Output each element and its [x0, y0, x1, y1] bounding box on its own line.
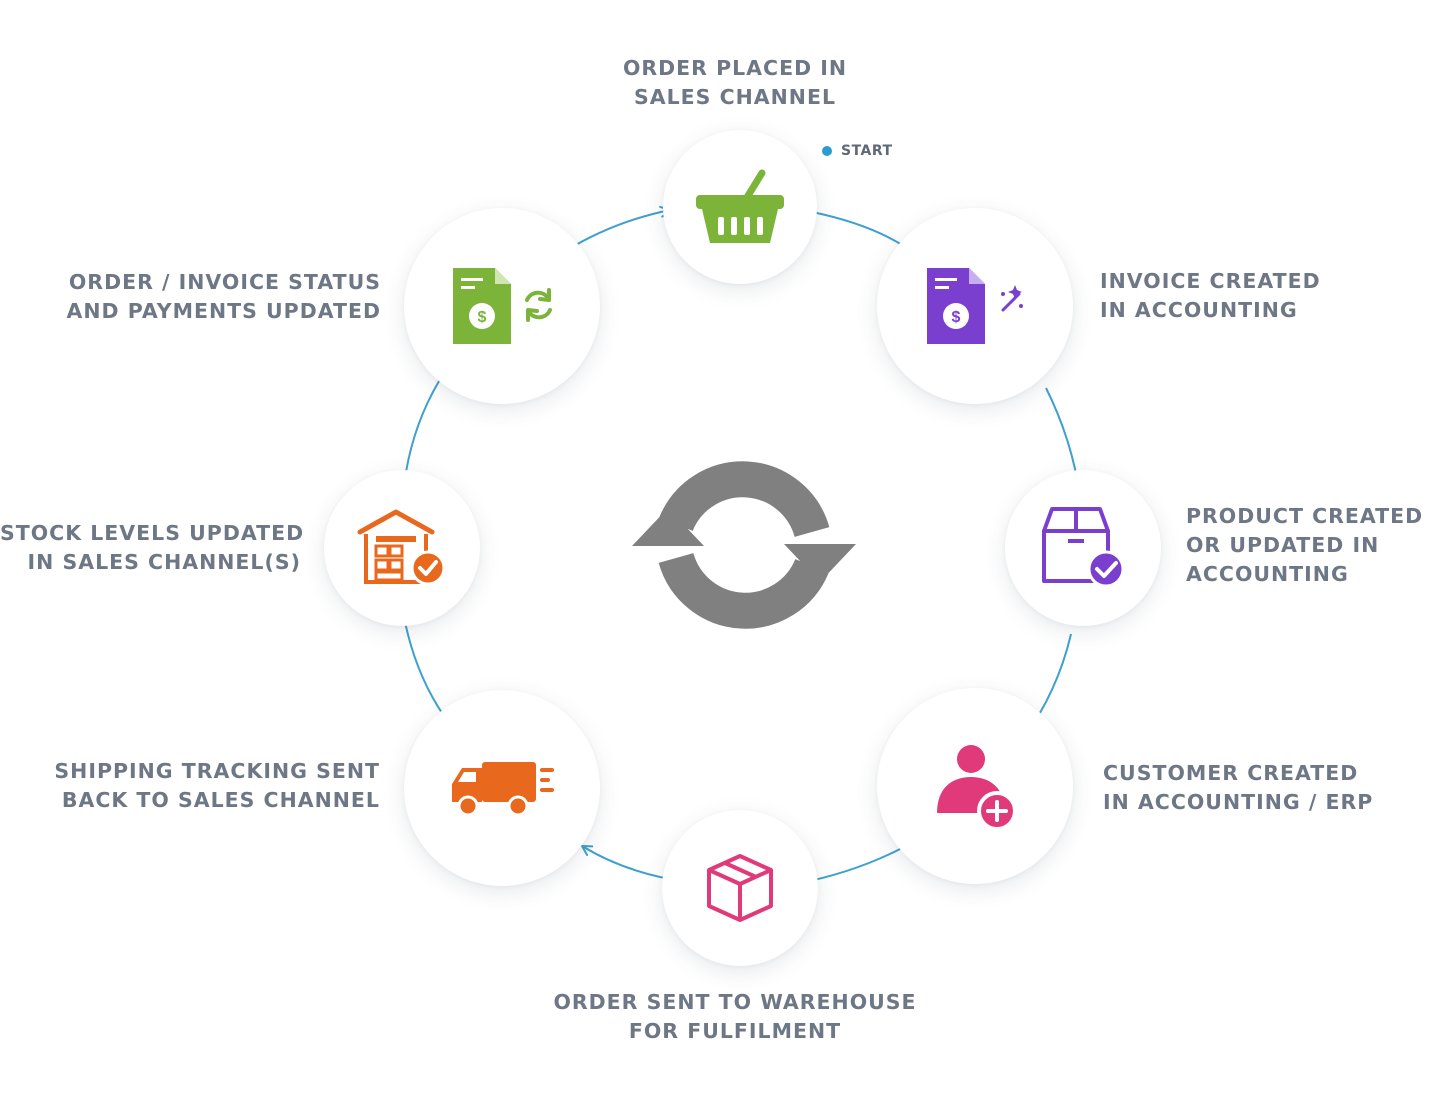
package-icon [707, 854, 773, 922]
step-customer-created-label: CUSTOMER CREATED IN ACCOUNTING / ERP [1103, 761, 1374, 814]
step-invoice-created-node: $ [877, 208, 1073, 404]
start-label: START [841, 143, 893, 159]
invoice-sync-icon: $ [453, 268, 552, 344]
shopping-basket-icon [696, 169, 784, 243]
step-shipping-tracking-node [404, 690, 600, 886]
step-order-placed-node [663, 130, 817, 284]
invoice-magic-icon: $ [927, 268, 1023, 344]
step-order-invoice-status-label: ORDER / INVOICE STATUS AND PAYMENTS UPDA… [66, 270, 381, 323]
step-product-created-label: PRODUCT CREATED OR UPDATED IN ACCOUNTING [1186, 504, 1424, 586]
step-invoice-created-label: INVOICE CREATED IN ACCOUNTING [1100, 269, 1321, 322]
step-customer-created-node [877, 688, 1073, 884]
svg-text:$: $ [478, 309, 487, 326]
step-order-invoice-status-node: $ [404, 208, 600, 404]
delivery-truck-icon [452, 762, 554, 817]
start-dot [822, 146, 832, 156]
sync-cycle-icon [632, 461, 856, 629]
step-product-created-node [1005, 470, 1161, 626]
step-order-sent-node [662, 810, 818, 966]
svg-text:$: $ [952, 309, 961, 326]
arrow-shipping-to-stock [398, 611, 445, 717]
step-stock-levels-label: STOCK LEVELS UPDATED IN SALES CHANNEL(S) [0, 521, 305, 574]
step-shipping-tracking-label: SHIPPING TRACKING SENT BACK TO SALES CHA… [54, 759, 380, 812]
start-marker: START [822, 143, 893, 159]
step-order-placed-label: ORDER PLACED IN SALES CHANNEL [622, 56, 848, 109]
box-check-icon [1042, 507, 1125, 588]
warehouse-check-icon [357, 509, 446, 586]
step-stock-levels-node [324, 470, 480, 626]
step-order-sent-label: ORDER SENT TO WAREHOUSE FOR FULFILMENT [553, 990, 917, 1043]
add-user-icon [937, 745, 1017, 831]
